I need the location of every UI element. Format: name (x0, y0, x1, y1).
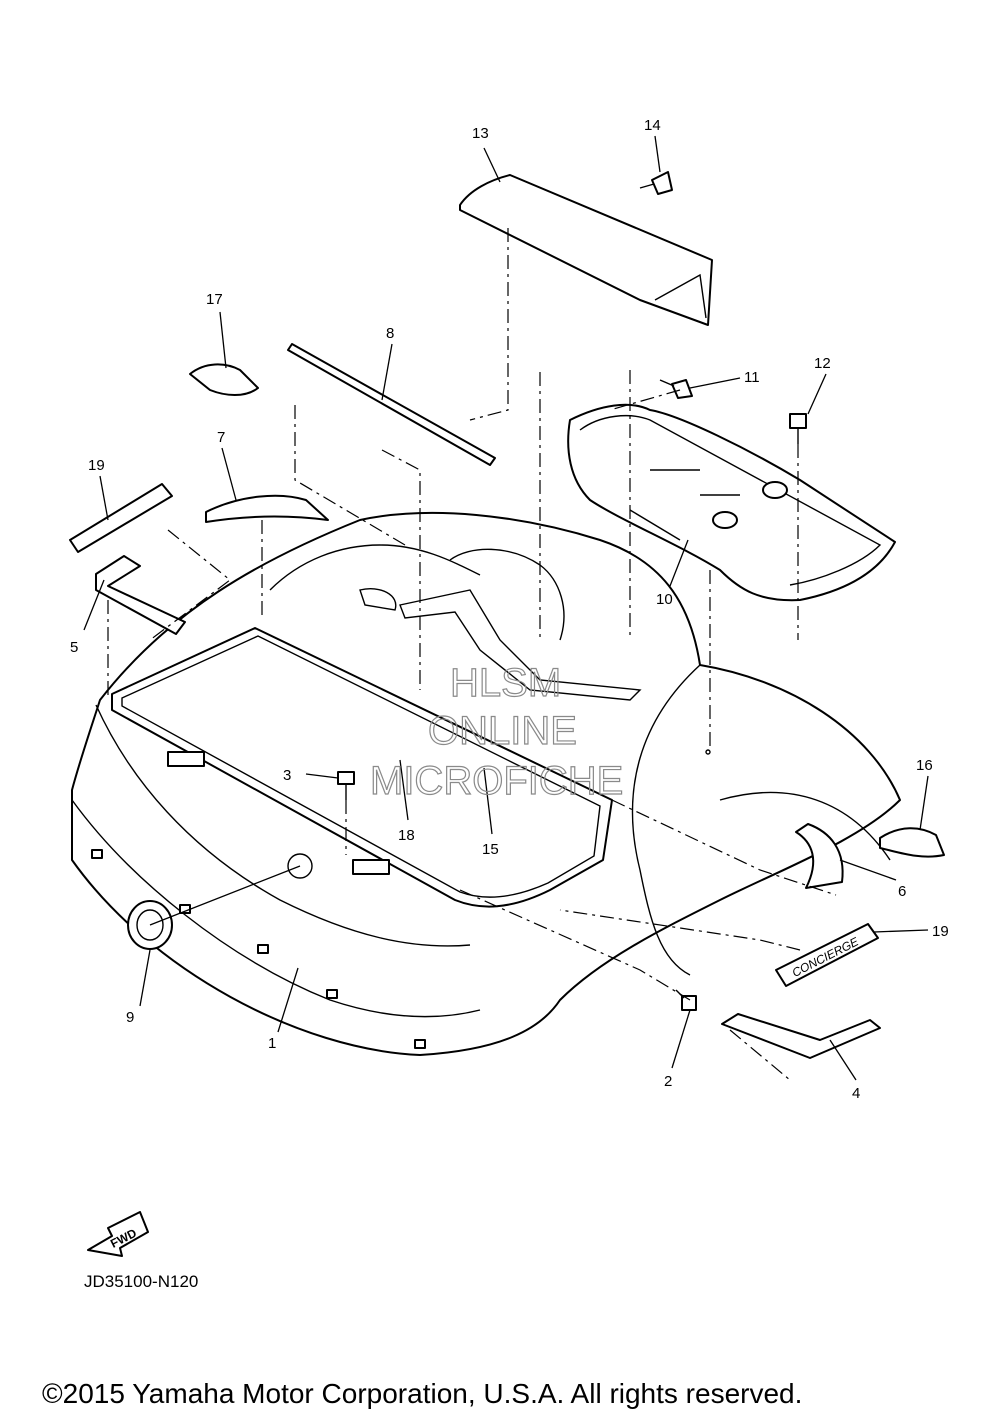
fastener-11-part (659, 379, 693, 399)
seal-strip-part (287, 343, 496, 466)
leader-lines (83, 135, 929, 1081)
callout-8: 8 (386, 325, 394, 342)
callout-1: 1 (268, 1035, 276, 1052)
lid-part (459, 174, 713, 326)
callout-7: 7 (217, 429, 225, 446)
fastener-14-part (639, 171, 673, 195)
pad-16-part (879, 827, 945, 858)
pad-6-part (795, 823, 844, 889)
callout-13: 13 (472, 125, 489, 142)
alignment-lines (107, 228, 837, 1081)
callout-4: 4 (852, 1085, 860, 1102)
callout-10: 10 (656, 591, 673, 608)
callout-19-right: 19 (932, 923, 949, 940)
callouts: 13 14 17 8 7 19 5 11 12 10 3 18 15 16 6 … (70, 117, 949, 1102)
pad-17-part (189, 363, 259, 396)
callout-5: 5 (70, 639, 78, 656)
strip-19-left-part (69, 483, 173, 553)
callout-18: 18 (398, 827, 415, 844)
pad-4-part (721, 1013, 881, 1059)
watermark-line-2: ONLINE (428, 709, 577, 753)
pad-5-part (95, 555, 186, 635)
fastener-12-part (789, 413, 807, 444)
callout-15: 15 (482, 841, 499, 858)
callout-2: 2 (664, 1073, 672, 1090)
callout-6: 6 (898, 883, 906, 900)
diagram-code: JD35100-N120 (84, 1272, 199, 1291)
callout-9: 9 (126, 1009, 134, 1026)
fastener-3-part (337, 771, 355, 800)
emblem-part: CONCIERGE (775, 923, 879, 987)
callout-3: 3 (283, 767, 291, 784)
callout-19-left: 19 (88, 457, 105, 474)
watermark-line-1: HLSM (450, 661, 561, 705)
callout-17: 17 (206, 291, 223, 308)
callout-12: 12 (814, 355, 831, 372)
callout-14: 14 (644, 117, 661, 134)
watermark-line-3: MICROFICHE (370, 759, 623, 803)
fwd-arrow-icon: FWD (87, 1211, 149, 1257)
watermark: HLSM ONLINE MICROFICHE (369, 660, 624, 803)
tray-part (567, 403, 896, 602)
fastener-2-part (675, 989, 697, 1011)
callout-16: 16 (916, 757, 933, 774)
copyright-notice: ©2015 Yamaha Motor Corporation, U.S.A. A… (42, 1378, 803, 1409)
callout-11: 11 (744, 369, 760, 386)
pad-7-part (205, 494, 329, 523)
